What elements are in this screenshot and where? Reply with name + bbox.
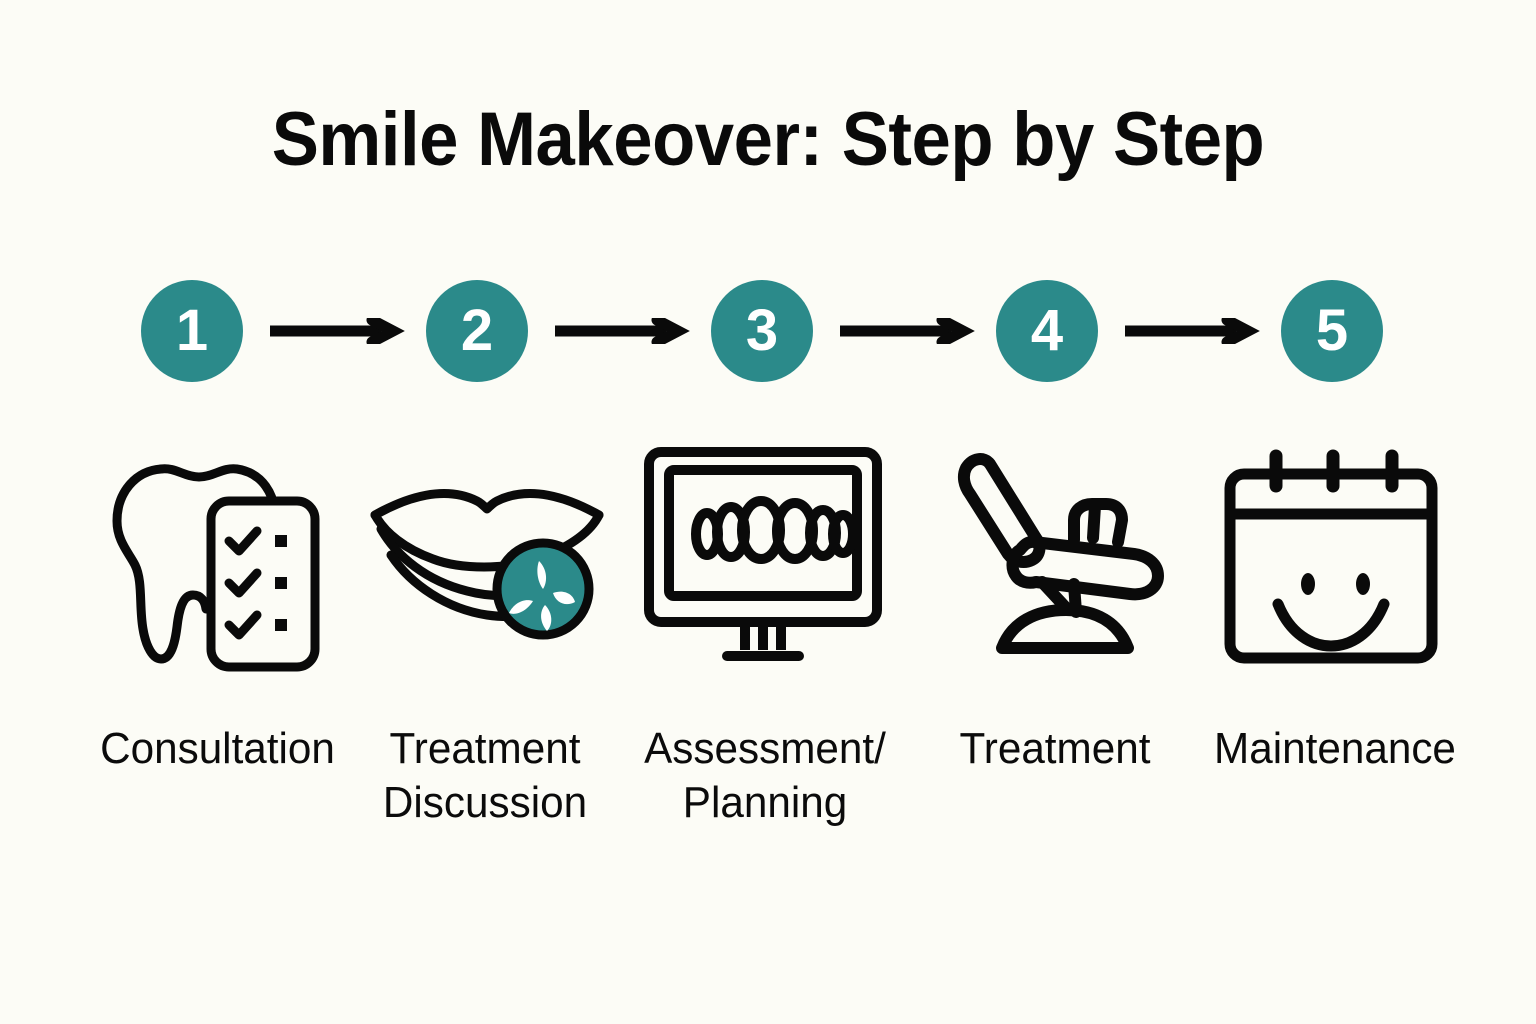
step-circle-4[interactable]: 4 <box>996 280 1098 382</box>
icon-cell-assessment-planning <box>638 432 888 682</box>
step-arrow-2-to-3 <box>555 318 690 344</box>
step-circle-5[interactable]: 5 <box>1281 280 1383 382</box>
sparkle-petals <box>509 561 575 631</box>
step-label-row: Consultation Treatment Discussion Assess… <box>0 722 1536 852</box>
icon-cell-treatment <box>940 432 1190 682</box>
step-label-consultation: Consultation <box>100 724 335 773</box>
checklist-bullets <box>275 535 287 631</box>
armrest-post <box>1087 500 1101 544</box>
step-label-maintenance: Maintenance <box>1214 724 1456 773</box>
step-arrow-1-to-2 <box>270 318 405 344</box>
icon-cell-consultation <box>90 432 340 682</box>
step-label-assessment-planning: Assessment/ Planning <box>644 724 886 827</box>
icon-cell-treatment-discussion <box>362 432 612 682</box>
chair-backrest <box>957 453 1046 568</box>
step-label-treatment: Treatment <box>959 724 1151 773</box>
calendar-smile-icon <box>1224 449 1438 664</box>
step-icon-row <box>0 432 1536 682</box>
step-label-treatment-discussion: Treatment Discussion <box>382 724 588 827</box>
step-circle-2[interactable]: 2 <box>426 280 528 382</box>
chair-seat <box>1006 535 1164 601</box>
chair-base <box>996 604 1134 654</box>
icon-cell-maintenance <box>1216 432 1446 682</box>
smile-mouth <box>1272 598 1390 652</box>
step-circle-3[interactable]: 3 <box>711 280 813 382</box>
page-title: Smile Makeover: Step by Step <box>271 97 1265 182</box>
teeth-graphic <box>691 496 858 564</box>
step-arrow-4-to-5 <box>1125 318 1260 344</box>
monitor-teeth-icon <box>644 447 882 661</box>
dental-chair-icon <box>957 453 1164 654</box>
smile-eyes <box>1301 573 1370 595</box>
calendar-body <box>1224 468 1438 664</box>
step-circle-1[interactable]: 1 <box>141 280 243 382</box>
tooth-checklist-icon <box>112 464 320 672</box>
checklist-card <box>206 496 320 672</box>
calendar-rings <box>1269 449 1399 493</box>
step-number-row: 1 2 3 4 5 <box>0 280 1536 384</box>
step-arrow-3-to-4 <box>840 318 975 344</box>
checklist-checkmarks <box>224 526 262 640</box>
smiling-lips-sparkle-icon <box>370 489 604 640</box>
